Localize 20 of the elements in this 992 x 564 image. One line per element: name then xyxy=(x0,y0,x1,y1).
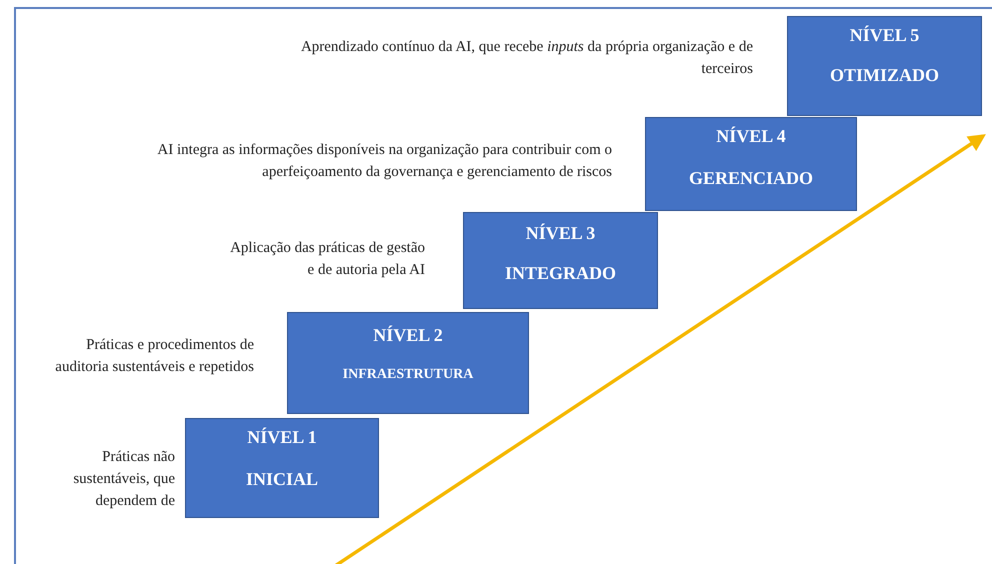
level-description: Aplicação das práticas de gestão e de autoria pela AI xyxy=(229,239,425,280)
level-description: Aprendizado contínuo da AI, que recebe inputs da própria organização e de terceiros xyxy=(300,38,753,79)
level-number: NÍVEL 4 xyxy=(715,126,787,147)
level-number: NÍVEL 3 xyxy=(524,223,596,244)
level-description: AI integra as informações disponíveis na organização para contribuir com o aperfeiçoamento da governança e gerenciamento de riscos xyxy=(156,141,612,182)
level-box xyxy=(463,212,658,309)
level-name: INFRAESTRUTURA xyxy=(342,367,474,383)
level-name: INTEGRADO xyxy=(504,263,617,284)
level-number: NÍVEL 1 xyxy=(246,427,318,448)
level-name: GERENCIADO xyxy=(688,168,814,189)
level-box xyxy=(787,16,982,116)
level-name: INICIAL xyxy=(244,469,320,490)
level-description: Práticas e procedimentos de auditoria sustentáveis e repetidos xyxy=(54,336,254,377)
level-box xyxy=(287,312,529,414)
level-name: OTIMIZADO xyxy=(828,65,940,86)
level-number: NÍVEL 2 xyxy=(372,325,444,346)
level-box xyxy=(645,117,857,211)
level-description: Práticas não sustentáveis, que dependem de xyxy=(72,448,175,511)
level-number: NÍVEL 5 xyxy=(848,25,920,46)
level-box xyxy=(185,418,379,518)
